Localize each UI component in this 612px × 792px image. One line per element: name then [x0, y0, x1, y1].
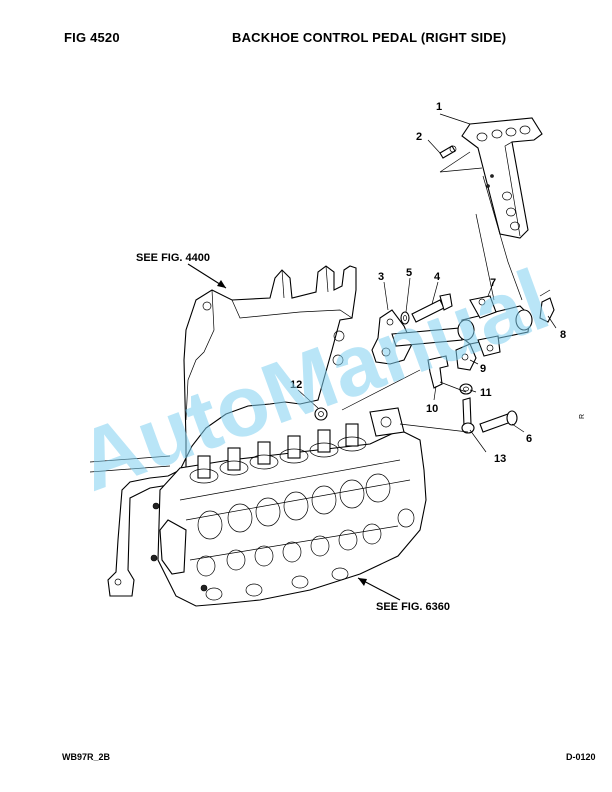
- reference-fig-6360: SEE FIG. 6360: [376, 601, 450, 613]
- footer-drawing-code: D-0120: [566, 752, 596, 762]
- callout-1: 1: [436, 101, 442, 113]
- part-10-link: [427, 355, 449, 389]
- callout-8: 8: [560, 329, 566, 341]
- part-6-bolt: [479, 410, 518, 433]
- part-3-lever-bracket: [371, 309, 463, 365]
- part-2-screw: [439, 145, 457, 159]
- callout-11: 11: [480, 387, 492, 399]
- part-9-clevis: [455, 343, 477, 371]
- callout-5: 5: [406, 267, 412, 279]
- callout-4: 4: [434, 271, 441, 283]
- part-7-pivot-assembly: [457, 295, 533, 357]
- callout-6: 6: [526, 433, 532, 445]
- reference-arrows: [187, 263, 401, 601]
- part-1-pedal-plate: [461, 117, 543, 239]
- part-8-clip: [539, 297, 555, 323]
- part-4-bolt: [411, 293, 453, 323]
- part-11-nut: [459, 383, 473, 395]
- leader-lines: [297, 113, 557, 453]
- callout-labels: 1 2 3 4 5 6 7 8 9 10 11 12 13: [290, 101, 566, 465]
- figure-number: FIG 4520: [64, 30, 120, 45]
- reference-fig-4400: SEE FIG. 4400: [136, 252, 210, 264]
- callout-10: 10: [426, 403, 438, 415]
- callout-2: 2: [416, 131, 422, 143]
- footer-model-code: WB97R_2B: [62, 752, 111, 762]
- callout-3: 3: [378, 271, 384, 283]
- callout-9: 9: [480, 363, 486, 375]
- part-12-nut: [314, 407, 328, 421]
- control-valve-block: [150, 407, 427, 607]
- mounting-bracket: [89, 265, 357, 597]
- figure-title: BACKHOE CONTROL PEDAL (RIGHT SIDE): [232, 30, 507, 45]
- part-5-washer: [400, 311, 410, 325]
- part-13-rod-end: [461, 397, 475, 434]
- callout-12: 12: [290, 379, 302, 391]
- callout-7: 7: [490, 277, 496, 289]
- callout-13: 13: [494, 453, 506, 465]
